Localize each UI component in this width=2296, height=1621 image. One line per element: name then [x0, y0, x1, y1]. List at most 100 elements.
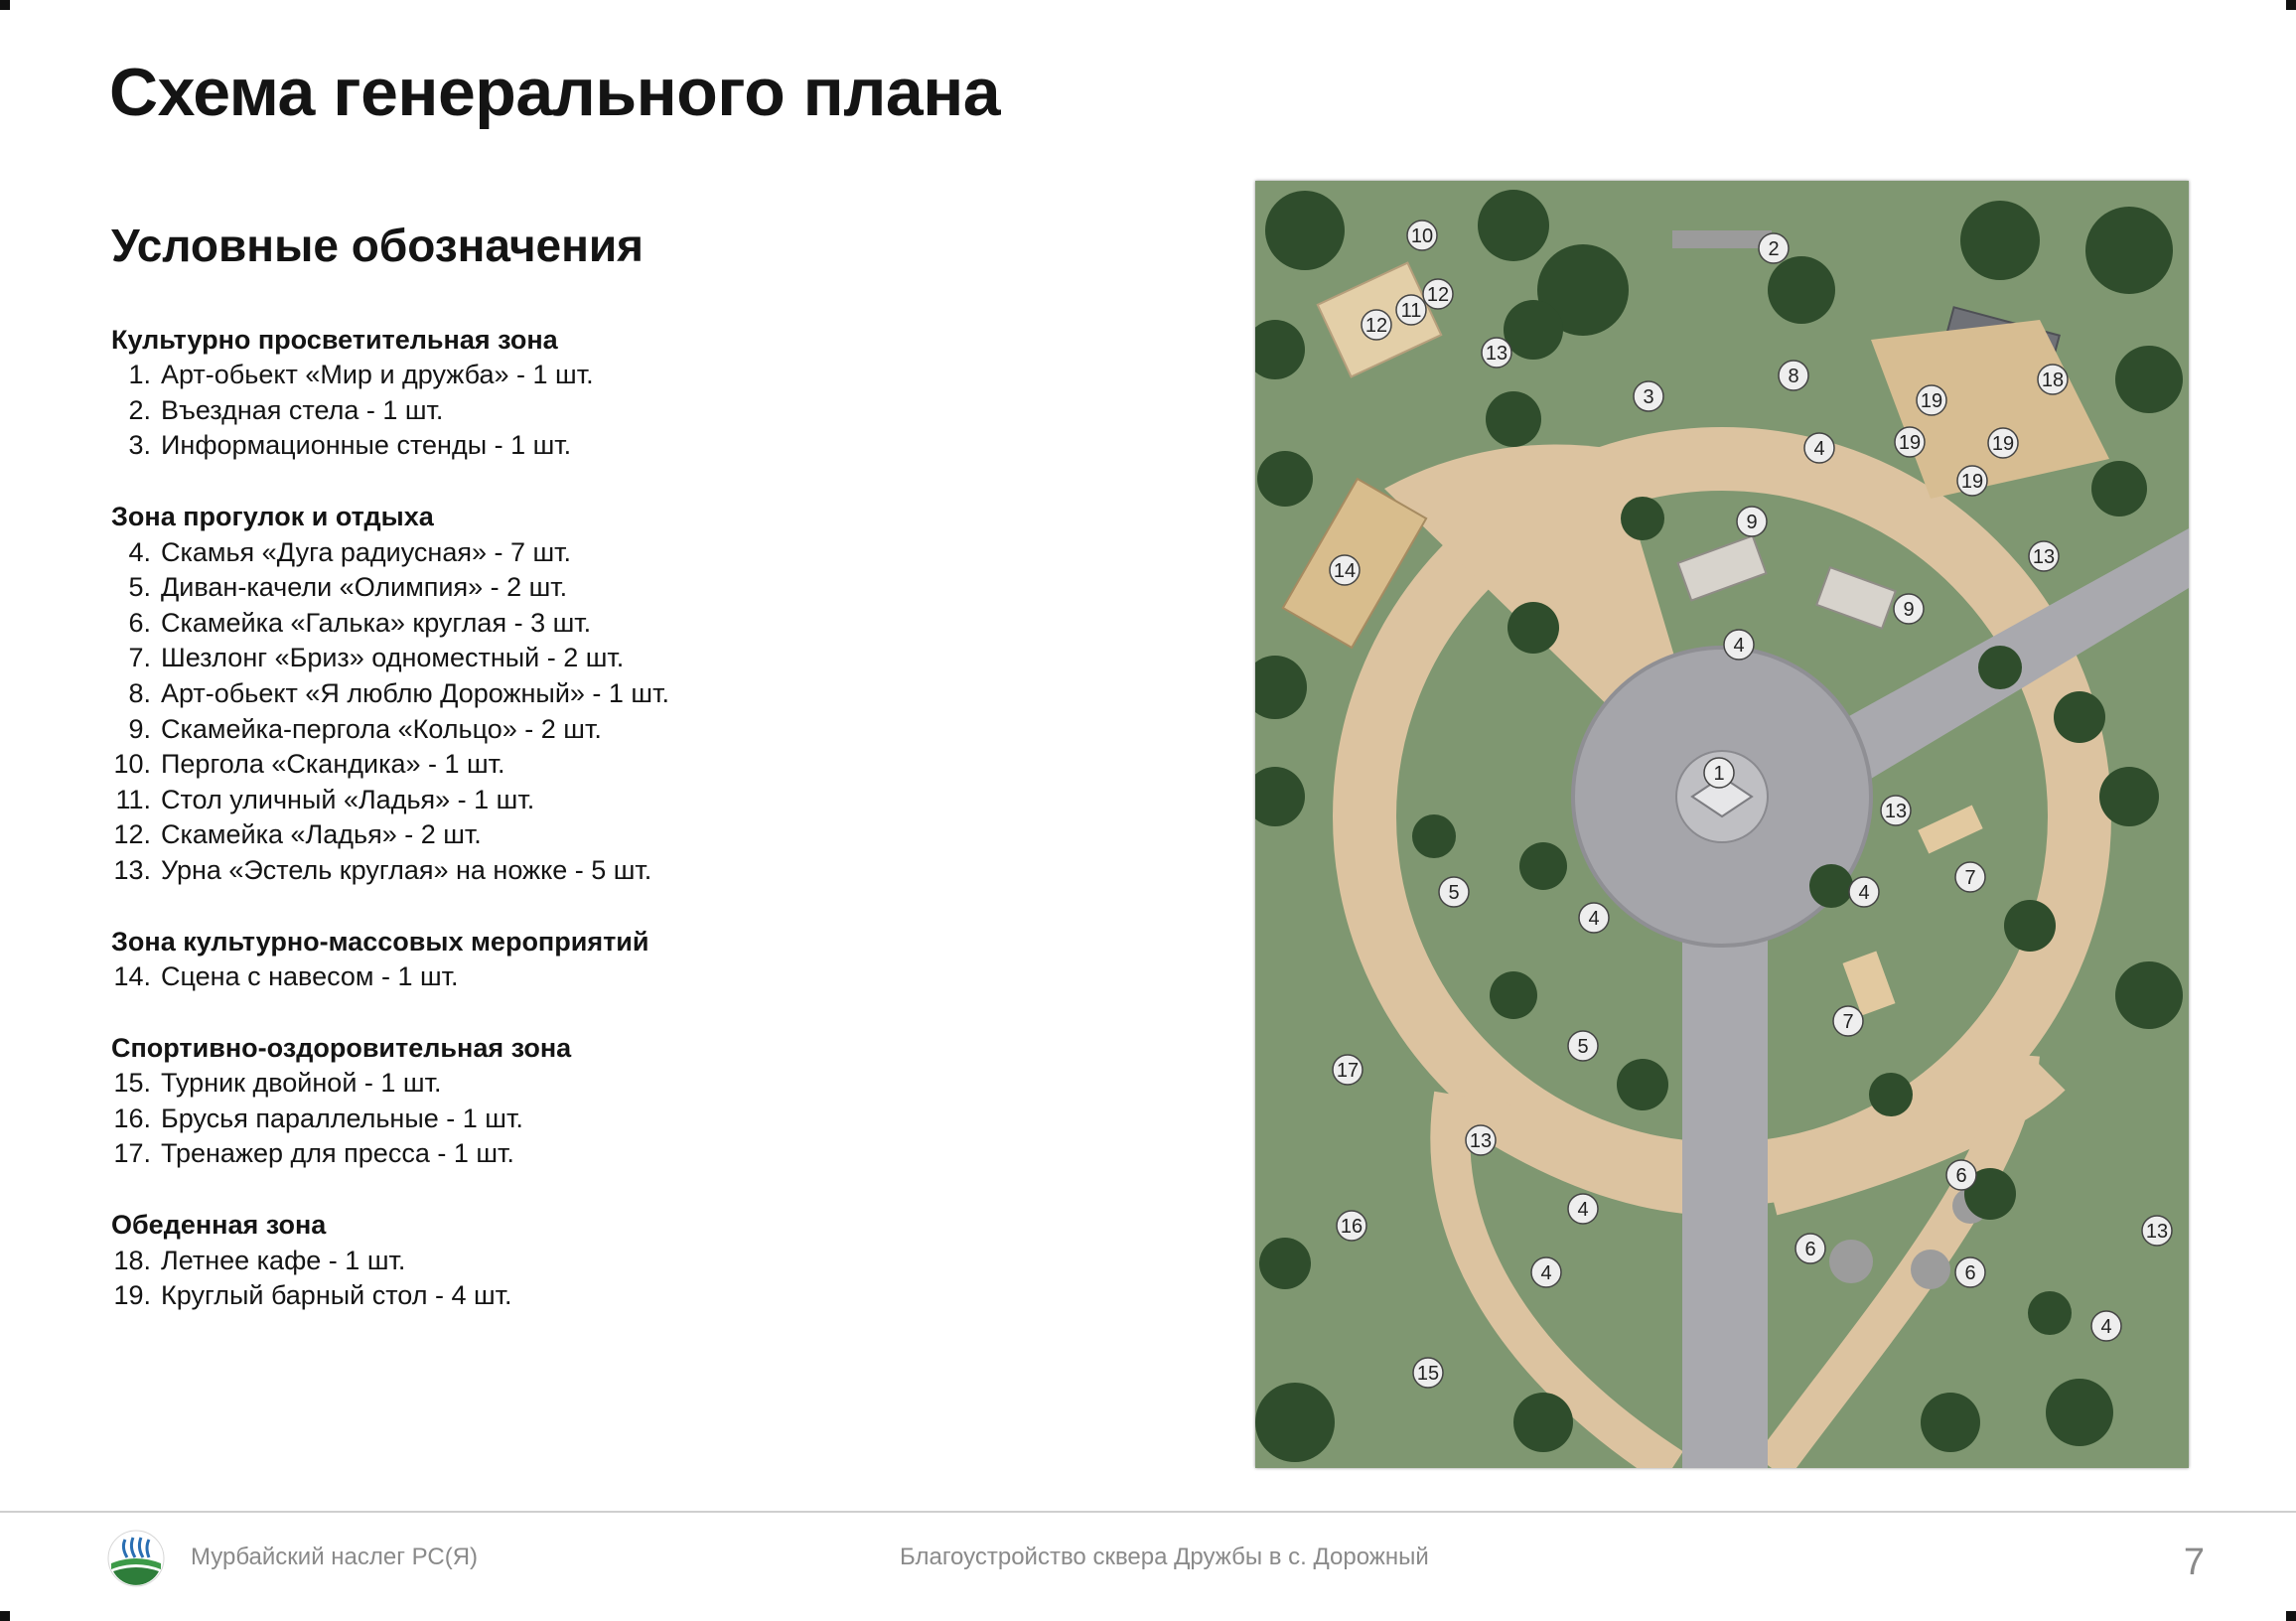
item-number: 13. [113, 854, 151, 885]
svg-text:4: 4 [1540, 1262, 1551, 1284]
item-text: Круглый барный стол - 4 шт. [161, 1280, 512, 1311]
item-number: 9. [128, 713, 151, 744]
item-number: 4. [128, 536, 151, 567]
item-number: 14. [113, 961, 151, 992]
plan-marker: 14 [1329, 554, 1361, 586]
plan-marker: 19 [1956, 465, 1988, 497]
municipality-logo [107, 1530, 165, 1587]
svg-text:4: 4 [1577, 1199, 1588, 1221]
svg-text:16: 16 [1341, 1216, 1363, 1238]
plan-marker: 5 [1438, 876, 1470, 908]
item-text: Арт-обьект «Мир и дружба» - 1 шт. [161, 360, 594, 390]
plan-marker: 6 [1954, 1256, 1986, 1288]
svg-text:9: 9 [1746, 512, 1757, 533]
corner-mark [0, 0, 10, 10]
legend-zone: Зона прогулок и отдыха 4. Скамья «Дуга ра… [111, 500, 1184, 889]
plan-marker: 6 [1794, 1233, 1826, 1264]
curved-path-left [1430, 1091, 1683, 1468]
plan-marker: 4 [1578, 902, 1610, 934]
legend-item: 11.Стол уличный «Ладья» - 1 шт. [111, 783, 1184, 818]
plan-marker: 7 [1832, 1005, 1864, 1037]
svg-text:12: 12 [1365, 315, 1387, 337]
plan-marker: 4 [1567, 1193, 1599, 1225]
corner-mark [0, 1611, 10, 1621]
item-text: Урна «Эстель круглая» на ножке - 5 шт. [161, 854, 652, 885]
item-number: 15. [113, 1068, 151, 1099]
plan-marker: 4 [1803, 432, 1835, 464]
lounger [1842, 951, 1896, 1016]
item-text: Сцена с навесом - 1 шт. [161, 961, 459, 992]
legend-item: 16.Брусья параллельные - 1 шт. [111, 1102, 1184, 1137]
svg-text:13: 13 [1885, 801, 1907, 822]
svg-text:2: 2 [1768, 238, 1779, 260]
legend-item: 1.Арт-обьект «Мир и дружба» - 1 шт. [111, 358, 1184, 393]
plan-marker: 13 [1481, 337, 1512, 368]
svg-text:14: 14 [1334, 560, 1356, 582]
page-title: Схема генерального плана [109, 55, 1001, 130]
site-plan-render: 1 2 3 4 4 4 4 4 4 4 5 5 6 6 6 7 7 8 9 9 … [1255, 181, 2189, 1468]
plan-marker: 2 [1758, 232, 1790, 264]
svg-text:11: 11 [1401, 300, 1422, 322]
svg-text:19: 19 [1921, 390, 1942, 412]
legend-title: Условные обозначения [111, 220, 645, 271]
svg-text:5: 5 [1448, 882, 1459, 904]
plan-marker: 4 [1530, 1256, 1562, 1288]
entrance-stele [1672, 230, 1772, 248]
plan-marker: 6 [1945, 1159, 1977, 1191]
item-number: 10. [113, 749, 151, 780]
plan-marker: 12 [1422, 278, 1454, 310]
plan-marker: 10 [1406, 220, 1438, 251]
legend-item: 9. Скамейка-пергола «Кольцо» - 2 шт. [111, 712, 1184, 748]
item-text: Стол уличный «Ладья» - 1 шт. [161, 784, 535, 814]
svg-text:13: 13 [2146, 1221, 2168, 1243]
plan-marker: 13 [1465, 1124, 1497, 1156]
plan-marker: 19 [1916, 384, 1947, 416]
legend-item: 15. Турник двойной - 1 шт. [111, 1066, 1184, 1102]
legend-zone: Обеденная зона 18.Летнее кафе - 1 шт. 19… [111, 1208, 1184, 1314]
zone-title: Зона прогулок и отдыха [111, 501, 434, 531]
item-text: Турник двойной - 1 шт. [161, 1068, 442, 1099]
legend-item: 2.Въездная стела - 1 шт. [111, 393, 1184, 429]
plan-marker: 4 [2090, 1310, 2122, 1342]
svg-text:1: 1 [1713, 763, 1724, 785]
legend-item: 17.Тренажер для пресса - 1 шт. [111, 1136, 1184, 1172]
item-text: Скамейка-пергола «Кольцо» - 2 шт. [161, 713, 602, 744]
svg-text:6: 6 [1804, 1239, 1815, 1260]
item-text: Арт-обьект «Я люблю Дорожный» - 1 шт. [161, 677, 669, 708]
item-text: Скамейка «Галька» круглая - 3 шт. [161, 607, 592, 638]
item-text: Пергола «Скандика» - 1 шт. [161, 749, 505, 780]
svg-text:7: 7 [1964, 867, 1975, 889]
plan-marker: 5 [1567, 1030, 1599, 1062]
item-text: Диван-качели «Олимпия» - 2 шт. [161, 572, 568, 603]
svg-text:15: 15 [1417, 1363, 1439, 1385]
plan-marker: 3 [1633, 380, 1664, 412]
svg-text:17: 17 [1337, 1060, 1359, 1082]
legend-item: 13. Урна «Эстель круглая» на ножке - 5 шт… [111, 853, 1184, 889]
plan-marker: 16 [1336, 1210, 1367, 1242]
zone-title: Зона культурно-массовых мероприятий [111, 926, 649, 957]
svg-text:19: 19 [1961, 471, 1983, 493]
item-number: 8. [128, 677, 151, 708]
item-number: 19. [113, 1280, 151, 1311]
item-text: Летнее кафе - 1 шт. [161, 1245, 406, 1275]
item-number: 7. [128, 643, 151, 673]
item-text: Информационные стенды - 1 шт. [161, 430, 572, 461]
svg-text:12: 12 [1427, 284, 1449, 306]
legend-item: 6.Скамейка «Галька» круглая - 3 шт. [111, 606, 1184, 642]
svg-text:18: 18 [2042, 369, 2064, 391]
svg-text:19: 19 [1992, 433, 2014, 455]
plan-markers: 1 2 3 4 4 4 4 4 4 4 5 5 6 6 6 7 7 8 9 9 … [1329, 220, 2173, 1389]
legend-item: 4. Скамья «Дуга радиусная» - 7 шт. [111, 535, 1184, 571]
plan-marker: 4 [1723, 629, 1755, 661]
svg-text:4: 4 [1858, 882, 1869, 904]
plan-marker: 19 [1894, 426, 1926, 458]
plan-marker: 19 [1987, 427, 2019, 459]
plan-marker: 17 [1332, 1054, 1363, 1086]
legend-item: 5.Диван-качели «Олимпия» - 2 шт. [111, 570, 1184, 606]
zone-title: Культурно просветительная зона [111, 324, 558, 355]
footer-project-title: Благоустройство сквера Дружбы в с. Дорож… [900, 1544, 1429, 1570]
svg-text:9: 9 [1903, 599, 1914, 621]
item-text: Скамья «Дуга радиусная» - 7 шт. [161, 536, 572, 567]
svg-text:4: 4 [1588, 908, 1599, 930]
legend-item: 8. Арт-обьект «Я люблю Дорожный» - 1 шт. [111, 676, 1184, 712]
